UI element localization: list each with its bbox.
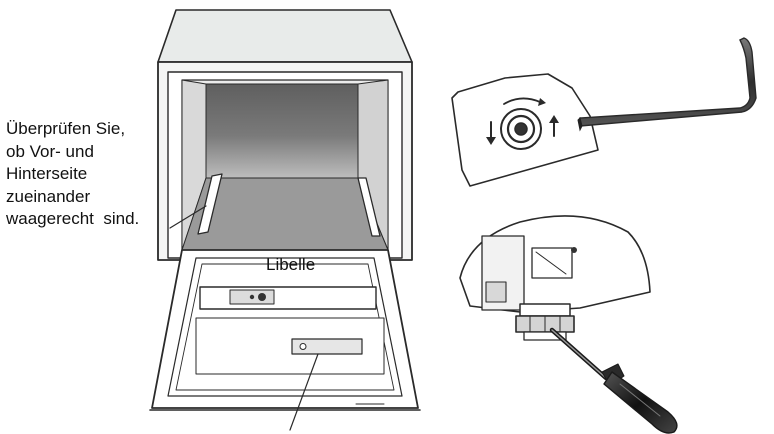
vent-slash: [535, 251, 567, 275]
down-arrow-icon: [486, 137, 496, 145]
level-instruction-callout: Überprüfen Sie, ob Vor- und Hinterseite …: [6, 118, 139, 231]
door-inner-panel-inset: [175, 263, 395, 391]
allen-key-icon: [577, 37, 757, 132]
rotate-arrow-head: [538, 98, 546, 106]
leader-line-rail: [169, 205, 207, 229]
adjustment-nut-core: [514, 122, 528, 136]
closeup-bracket: [485, 281, 507, 303]
right-rack-rail: [357, 177, 381, 237]
tub-back-wall: [205, 83, 359, 179]
adjustable-foot-detail: [451, 73, 599, 187]
levelling-foot-top: [519, 303, 571, 317]
leader-line-level: [289, 353, 319, 431]
callout-line-1: Überprüfen Sie,: [6, 119, 126, 138]
dishwasher-top: [157, 9, 413, 63]
left-rack-rail: [197, 173, 223, 235]
spirit-level-bubble: [299, 343, 307, 350]
callout-line-2: ob Vor- und: [6, 141, 94, 161]
dispenser-knob: [249, 294, 255, 300]
rotate-arrow-icon: [503, 97, 541, 105]
dishwasher-illustration: [149, 9, 421, 431]
callout-line-5: waagerecht sind.: [6, 209, 140, 228]
screwdriver-icon: [549, 327, 678, 434]
up-arrow-icon: [549, 115, 559, 123]
callout-line-4: zueinander: [6, 186, 91, 206]
levelling-foot-pad: [523, 331, 567, 341]
callout-line-3: Hinterseite: [6, 164, 88, 183]
closeup-screw: [571, 247, 577, 253]
spirit-level-label: Libelle: [266, 255, 316, 274]
spirit-level-tool: [291, 338, 363, 355]
foot-closeup-detail: [459, 215, 651, 341]
detergent-dispenser: [199, 286, 377, 310]
dispenser-dial: [258, 293, 266, 301]
